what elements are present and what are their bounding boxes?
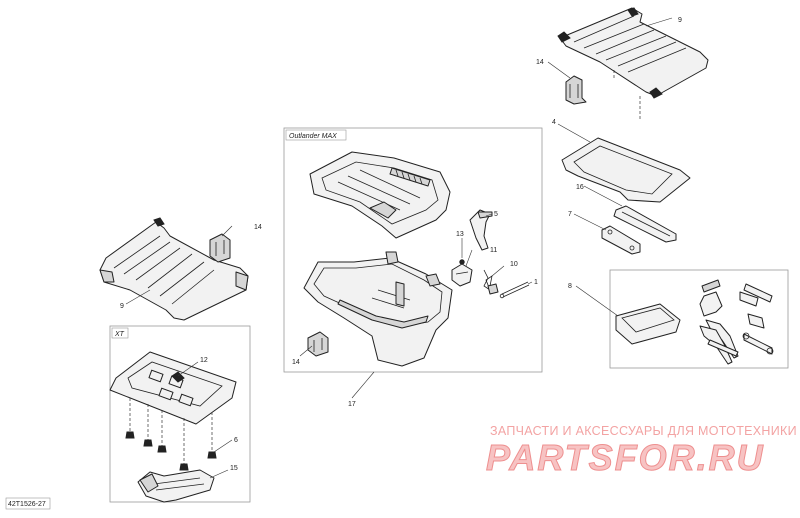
- callout-16: 16: [576, 184, 584, 191]
- watermark-tagline: ЗАПЧАСТИ И АКСЕССУАРЫ ДЛЯ МОТОТЕХНИКИ: [490, 424, 797, 438]
- reference-code-box: 42T1526-27: [5, 497, 51, 510]
- hinge-part: [469, 209, 493, 251]
- rear-rack-part: [557, 7, 709, 120]
- callout-12: 12: [200, 357, 208, 364]
- callout-10: 10: [510, 261, 518, 268]
- callout-7: 7: [568, 211, 572, 218]
- callout-14-top: 14: [536, 59, 544, 66]
- outlander-max-label: Outlander MAX: [289, 133, 337, 140]
- latch-part: [613, 205, 677, 243]
- callout-8: 8: [568, 283, 572, 290]
- callout-6: 6: [234, 437, 238, 444]
- callout-14-left: 14: [254, 224, 262, 231]
- watermark-logo: PARTSFOR.RU: [486, 437, 765, 478]
- tool-kit-part: [615, 279, 774, 365]
- callout-15: 15: [230, 465, 238, 472]
- xt-strap-part: [137, 469, 215, 503]
- callout-9-top: 9: [678, 17, 682, 24]
- callout-5: 5: [494, 211, 498, 218]
- pin-part: [499, 281, 530, 299]
- front-rack-bracket-part: [209, 233, 231, 263]
- callout-11: 11: [490, 247, 497, 254]
- xt-plate-part: [109, 351, 237, 425]
- cargo-box-part: [303, 251, 453, 367]
- callout-labels: 9 14 4 16 7 8 5 13 11 10 1 14 9 12 6 15 …: [120, 17, 682, 472]
- latch-plate-part: [601, 225, 641, 255]
- cargo-box-lid-part: [309, 151, 451, 239]
- front-rack-part: [99, 217, 249, 321]
- watermark: ЗАПЧАСТИ И АКСЕССУАРЫ ДЛЯ МОТОТЕХНИКИ PA…: [486, 424, 797, 479]
- callout-9-left: 9: [120, 303, 124, 310]
- box-bracket-part: [307, 331, 329, 357]
- spring-part: [483, 269, 499, 295]
- xt-fasteners-part: [125, 398, 217, 471]
- reference-code: 42T1526-27: [8, 501, 46, 508]
- rack-bracket-part: [565, 75, 587, 105]
- outlander-max-frame: Outlander MAX: [283, 127, 543, 373]
- xt-frame: XT: [109, 325, 251, 503]
- callout-4: 4: [552, 119, 556, 126]
- cargo-frame-part: [561, 137, 691, 203]
- leader-lines: [125, 17, 673, 479]
- callout-1: 1: [534, 279, 538, 286]
- callout-14-bottom: 14: [292, 359, 300, 366]
- xt-label: XT: [114, 331, 125, 338]
- callout-17: 17: [348, 401, 356, 408]
- lock-part: [451, 263, 473, 287]
- callout-13: 13: [456, 231, 464, 238]
- tool-kit-frame: [609, 269, 789, 369]
